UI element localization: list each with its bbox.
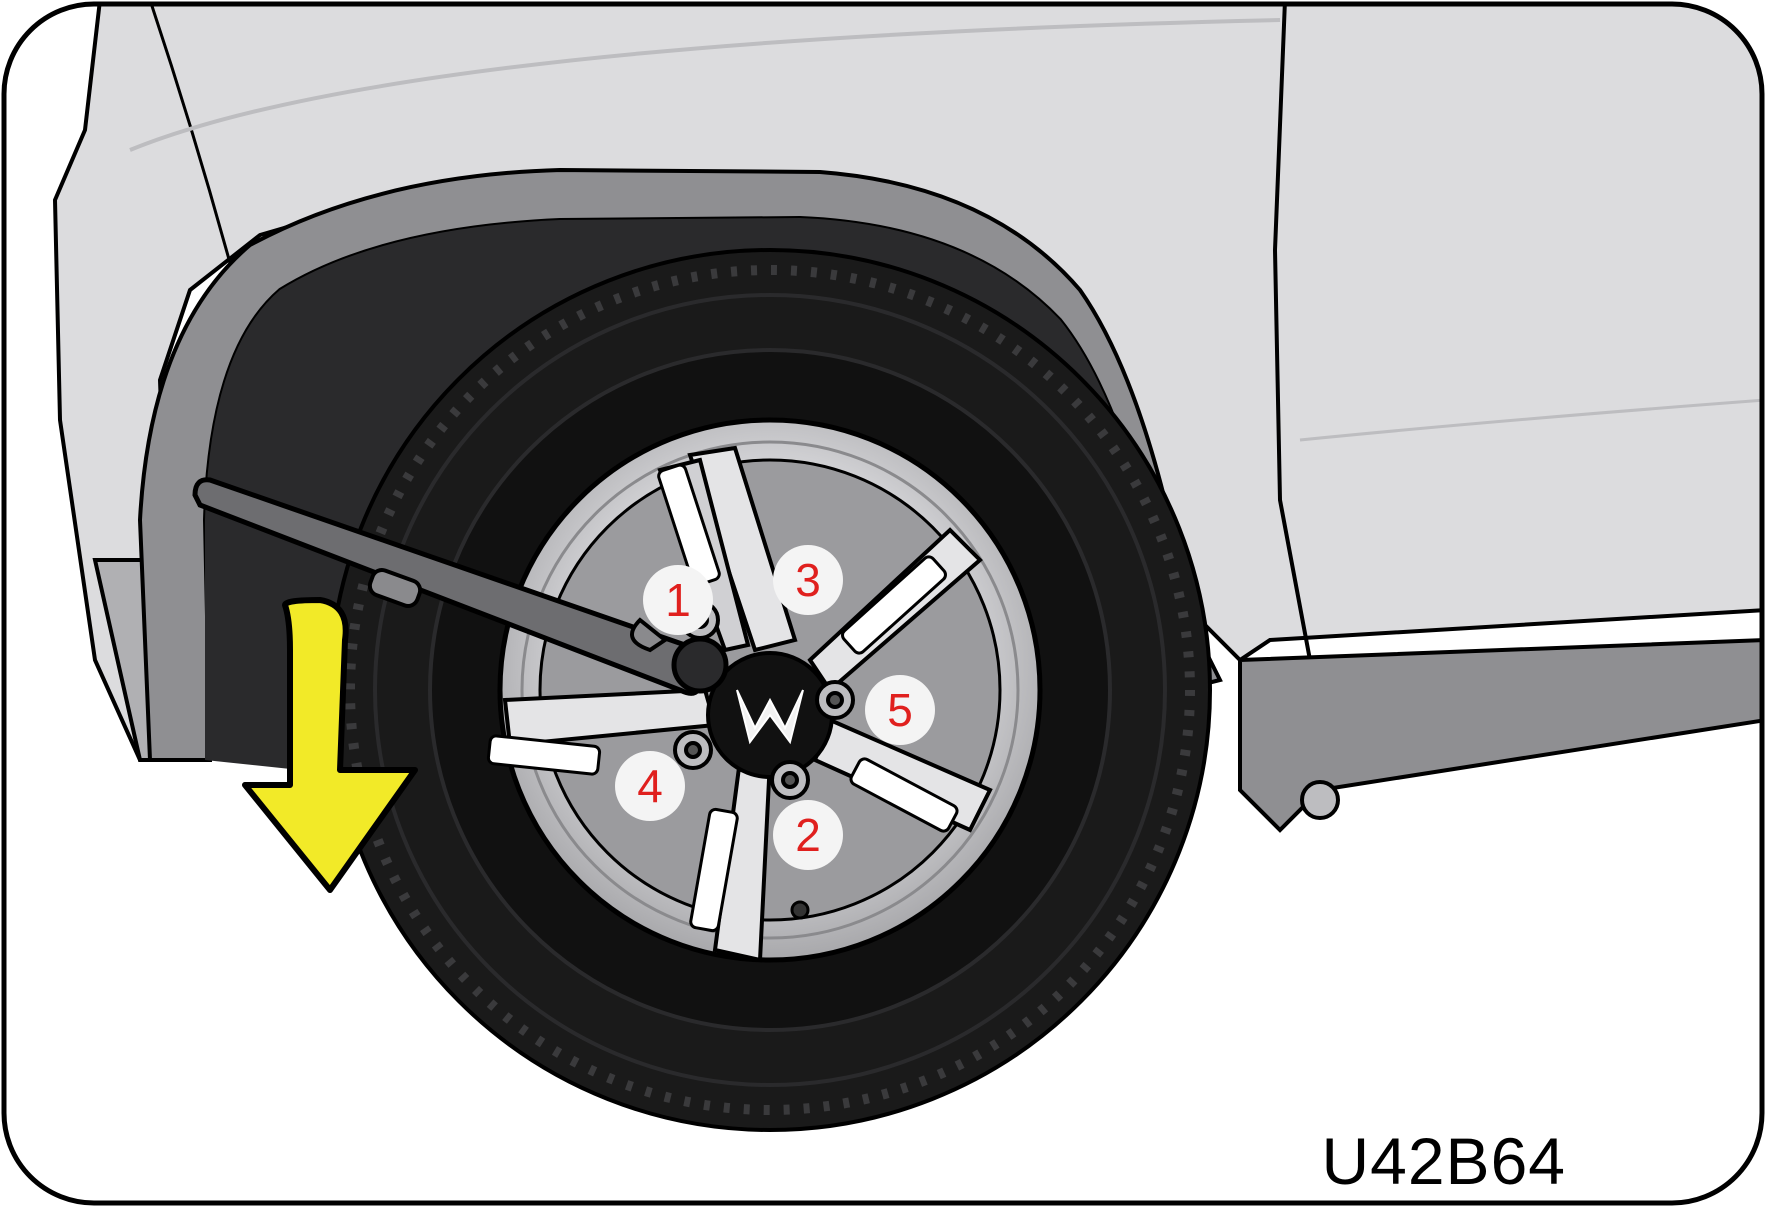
lug-label-3: 3 [795, 554, 821, 606]
figure-code: U42B64 [1321, 1124, 1566, 1198]
lug-sequence-labels: 1 2 3 4 5 [615, 545, 935, 870]
lug-label-4: 4 [637, 760, 663, 812]
brand-logo-icon [736, 689, 804, 745]
lug-label-2: 2 [795, 809, 821, 861]
wheel-wrench-icon [192, 477, 729, 696]
lug-label-1: 1 [665, 574, 691, 626]
lug-label-5: 5 [887, 684, 913, 736]
rotate-down-arrow-icon [242, 597, 418, 893]
